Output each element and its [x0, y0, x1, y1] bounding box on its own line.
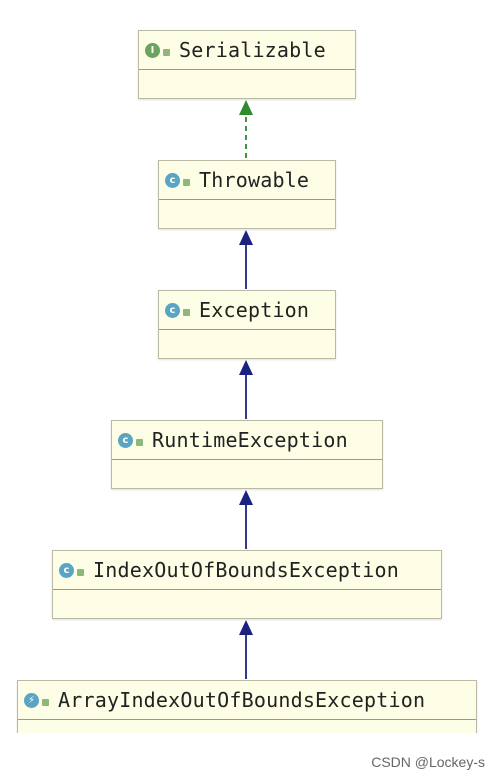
visibility-icon	[183, 308, 190, 316]
node-body	[159, 200, 335, 228]
node-exception[interactable]: c Exception	[158, 290, 336, 359]
node-body	[159, 330, 335, 358]
node-label: Throwable	[199, 168, 310, 192]
class-icon: c	[118, 432, 133, 448]
bottom-crop	[0, 733, 499, 780]
node-index-out-of-bounds-exception[interactable]: c IndexOutOfBoundsException	[52, 550, 442, 619]
visibility-icon	[163, 48, 170, 56]
lightning-class-icon: ⚡	[24, 692, 39, 708]
node-header: c RuntimeException	[112, 421, 382, 460]
arrowhead-indexoob	[239, 620, 253, 635]
node-body	[112, 460, 382, 488]
node-runtime-exception[interactable]: c RuntimeException	[111, 420, 383, 489]
node-label: Serializable	[179, 38, 326, 62]
node-header: c IndexOutOfBoundsException	[53, 551, 441, 590]
node-label: Exception	[199, 298, 310, 322]
class-icon: c	[59, 562, 74, 578]
node-header: c Throwable	[159, 161, 335, 200]
class-icon: c	[165, 172, 180, 188]
interface-icon: I	[145, 42, 160, 58]
node-body	[53, 590, 441, 618]
node-body	[139, 70, 355, 98]
watermark: CSDN @Lockey-s	[371, 754, 485, 770]
node-label: ArrayIndexOutOfBoundsException	[58, 688, 426, 712]
class-icon: c	[165, 302, 180, 318]
arrowhead-throwable	[239, 230, 253, 245]
node-label: RuntimeException	[152, 428, 348, 452]
node-header: c Exception	[159, 291, 335, 330]
visibility-icon	[77, 568, 84, 576]
arrowhead-exception	[239, 360, 253, 375]
visibility-icon	[183, 178, 190, 186]
node-throwable[interactable]: c Throwable	[158, 160, 336, 229]
node-header: I Serializable	[139, 31, 355, 70]
node-serializable[interactable]: I Serializable	[138, 30, 356, 99]
visibility-icon	[42, 698, 49, 706]
arrowhead-serializable	[239, 100, 253, 115]
visibility-icon	[136, 438, 143, 446]
arrowhead-runtime	[239, 490, 253, 505]
node-header: ⚡ ArrayIndexOutOfBoundsException	[18, 681, 476, 720]
node-label: IndexOutOfBoundsException	[93, 558, 400, 582]
